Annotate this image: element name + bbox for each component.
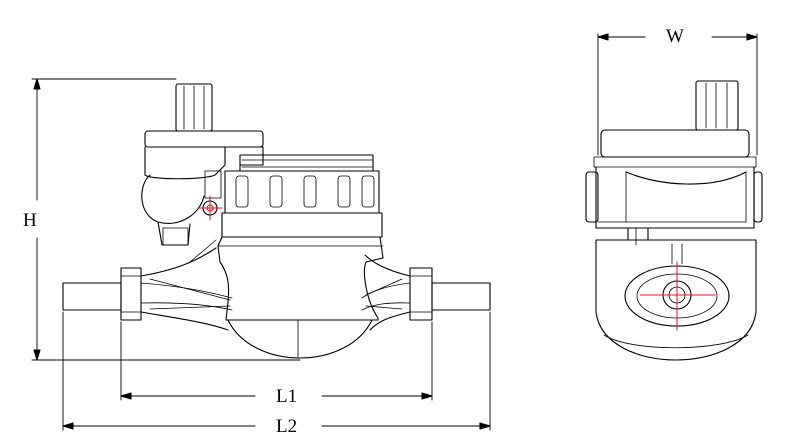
nut-left xyxy=(120,267,142,321)
dimension-w-label: W xyxy=(666,26,684,47)
dimension-l2: L2 xyxy=(62,311,491,437)
remote-module xyxy=(141,130,264,246)
dimension-w: W xyxy=(597,26,758,156)
meter-body xyxy=(217,236,384,359)
dimension-h: H xyxy=(23,78,301,361)
front-view xyxy=(585,80,763,361)
body-inlet xyxy=(140,239,233,331)
nut-right xyxy=(409,267,433,321)
pipe-left xyxy=(62,282,122,311)
dimension-l1: L1 xyxy=(120,321,433,407)
front-clamp xyxy=(627,227,649,246)
top-knob xyxy=(175,83,213,132)
front-module-head xyxy=(585,129,763,229)
register-ring xyxy=(221,154,383,238)
dimension-l2-label: L2 xyxy=(276,416,297,437)
side-view xyxy=(62,83,491,359)
screw xyxy=(197,170,223,221)
dimension-h-label: H xyxy=(23,210,37,231)
dimension-l1-label: L1 xyxy=(276,386,297,407)
front-body xyxy=(595,239,757,361)
front-top-knob xyxy=(695,80,739,131)
front-centerlines xyxy=(639,261,716,331)
body-outlet xyxy=(361,254,411,331)
pipe-right xyxy=(431,282,491,311)
